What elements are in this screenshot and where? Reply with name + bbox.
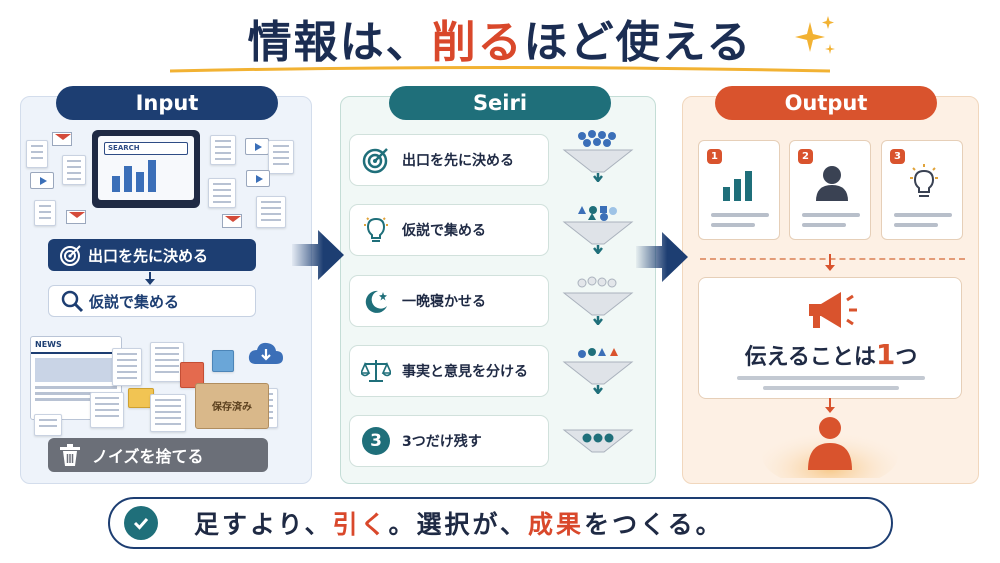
video-icon: [245, 138, 269, 155]
summary-banner: 足すより、引く。選択が、成果をつくる。: [108, 497, 893, 549]
seiri-item-sleep: 一晩寝かせる: [349, 275, 549, 327]
sticky-note: [212, 350, 234, 372]
laptop-icon: SEARCH: [92, 130, 200, 208]
input-step-hypothesis: 仮説で集める: [48, 285, 256, 317]
funnel-icon: [562, 206, 634, 254]
seiri-item-facts: 事実と意見を分ける: [349, 345, 549, 397]
seiri-item-keep3: 3 3つだけ残す: [349, 415, 549, 467]
saved-folder: 保存済み: [195, 383, 269, 429]
divider: [700, 258, 965, 260]
output-label: Output: [715, 86, 937, 120]
scale-icon: [350, 357, 402, 385]
document-icon: [34, 414, 62, 436]
output-card-3: 3: [881, 140, 963, 240]
output-card-2: 2: [789, 140, 871, 240]
video-icon: [30, 172, 54, 189]
arrow-right-icon: [636, 232, 688, 282]
arrow-down: [825, 398, 835, 413]
email-icon: [52, 132, 72, 146]
lightbulb-icon: [910, 164, 938, 197]
arrow-down: [145, 272, 155, 285]
lightbulb-icon: [350, 215, 402, 245]
arrow-right-icon: [292, 230, 344, 280]
summary-text: 足すより、引く。選択が、成果をつくる。: [194, 510, 724, 539]
email-icon: [222, 214, 242, 228]
sticky-note: [180, 362, 204, 388]
document-icon: [208, 178, 236, 208]
audience-person-icon: [762, 417, 898, 478]
title-post: ほど使える: [523, 17, 753, 68]
document-icon: [34, 200, 56, 226]
check-icon: [124, 506, 158, 540]
document-icon: [62, 155, 86, 185]
document-icon: [90, 392, 124, 428]
magnifier-icon: [55, 285, 89, 317]
bar-chart-icon: [723, 171, 752, 201]
document-icon: [150, 342, 184, 382]
funnel-icon: [562, 130, 634, 182]
trash-icon: [48, 443, 92, 467]
document-icon: [112, 348, 142, 386]
input-step-exit-label: 出口を先に決める: [88, 246, 209, 265]
target-icon: [54, 239, 88, 271]
document-icon: [210, 135, 236, 165]
input-step-hypothesis-label: 仮説で集める: [89, 292, 180, 311]
document-icon: [256, 196, 286, 228]
funnel-icon: [562, 429, 634, 453]
document-icon: [268, 140, 294, 174]
moon-icon: [350, 287, 402, 315]
person-icon: [816, 166, 848, 201]
title-underline: [170, 66, 830, 73]
target-icon: [350, 146, 402, 174]
input-label: Input: [56, 86, 278, 120]
megaphone-icon: [809, 292, 857, 328]
seiri-label: Seiri: [389, 86, 611, 120]
seiri-item-hypothesis: 仮説で集める: [349, 204, 549, 256]
title-accent: 削る: [431, 17, 524, 68]
email-icon: [66, 210, 86, 224]
search-bar: SEARCH: [104, 142, 188, 155]
key-message-card: 伝えることは1つ: [698, 277, 962, 399]
number-badge: 3: [362, 427, 390, 455]
discard-noise-label: ノイズを捨てる: [92, 447, 204, 466]
funnel-icon: [562, 276, 634, 325]
document-icon: [150, 394, 186, 432]
key-message-text: 伝えることは1つ: [744, 338, 918, 371]
page-title: 情報は、削るほど使える: [0, 6, 1000, 70]
funnel-icon: [562, 348, 634, 394]
document-icon: [26, 140, 48, 168]
arrow-down: [825, 254, 835, 271]
discard-noise: ノイズを捨てる: [48, 438, 268, 472]
seiri-item-exit: 出口を先に決める: [349, 134, 549, 186]
title-pre: 情報は、: [247, 17, 432, 68]
video-icon: [246, 170, 270, 187]
sparkle-icon: [795, 16, 835, 54]
cloud-download-icon: [248, 342, 283, 364]
output-card-1: 1: [698, 140, 780, 240]
input-step-exit: 出口を先に決める: [48, 239, 256, 271]
